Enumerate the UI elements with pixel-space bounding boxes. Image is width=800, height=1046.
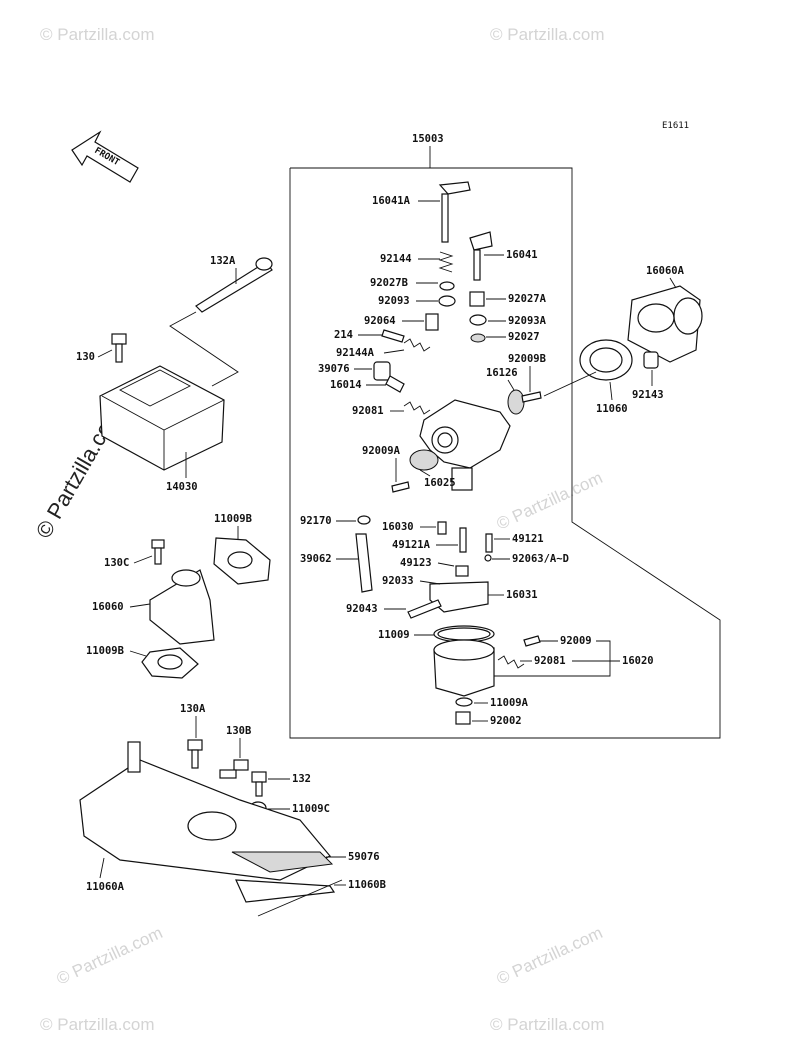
watermark-diag-mid: © Partzilla.com bbox=[494, 468, 606, 534]
label-16014: 16014 bbox=[330, 379, 362, 391]
label-92027: 92027 bbox=[508, 331, 540, 343]
label-16060A: 16060A bbox=[646, 265, 685, 277]
label-92027A: 92027A bbox=[508, 293, 547, 305]
label-92093: 92093 bbox=[378, 295, 410, 307]
label-16060: 16060 bbox=[92, 601, 124, 613]
label-92144A: 92144A bbox=[336, 347, 375, 359]
label-39062: 39062 bbox=[300, 553, 332, 565]
label-92144: 92144 bbox=[380, 253, 412, 265]
watermark-top-right: © Partzilla.com bbox=[490, 25, 605, 44]
label-92002: 92002 bbox=[490, 715, 522, 727]
insulator-16060 bbox=[141, 537, 271, 679]
label-11009C: 11009C bbox=[292, 803, 330, 815]
label-132A: 132A bbox=[210, 255, 236, 267]
label-132: 132 bbox=[292, 773, 311, 785]
label-92170: 92170 bbox=[300, 515, 332, 527]
label-16030: 16030 bbox=[382, 521, 414, 533]
label-14030: 14030 bbox=[166, 481, 198, 493]
label-92093A: 92093A bbox=[508, 315, 547, 327]
air-cleaner-bracket bbox=[99, 257, 273, 471]
watermark-bottom-left: © Partzilla.com bbox=[40, 1015, 155, 1034]
label-49123: 49123 bbox=[400, 557, 432, 569]
part-labels: 16041A 16041 92144 92027B 92093 92027A 9… bbox=[76, 195, 685, 893]
label-16041: 16041 bbox=[506, 249, 538, 261]
watermark-top-left: © Partzilla.com bbox=[40, 25, 155, 44]
label-11060A: 11060A bbox=[86, 881, 125, 893]
label-130B: 130B bbox=[226, 725, 251, 737]
label-16025: 16025 bbox=[424, 477, 456, 489]
label-49121: 49121 bbox=[512, 533, 544, 545]
label-16126: 16126 bbox=[486, 367, 518, 379]
carburetor-assembly-box: 15003 bbox=[289, 133, 721, 739]
label-214: 214 bbox=[334, 329, 353, 341]
label-11060: 11060 bbox=[596, 403, 628, 415]
label-92027B: 92027B bbox=[370, 277, 408, 289]
label-16031: 16031 bbox=[506, 589, 538, 601]
watermark-bottom-right: © Partzilla.com bbox=[490, 1015, 605, 1034]
label-92043: 92043 bbox=[346, 603, 378, 615]
label-92009A: 92009A bbox=[362, 445, 401, 457]
label-92009: 92009 bbox=[560, 635, 592, 647]
label-11009A: 11009A bbox=[490, 697, 529, 709]
label-92064: 92064 bbox=[364, 315, 396, 327]
label-11009B-a: 11009B bbox=[214, 513, 252, 525]
intake-16060A bbox=[543, 285, 703, 397]
label-16020: 16020 bbox=[622, 655, 654, 667]
label-92063: 92063/A~D bbox=[512, 553, 569, 565]
front-arrow-icon: FRONT bbox=[71, 130, 139, 183]
label-16041A: 16041A bbox=[372, 195, 411, 207]
label-15003: 15003 bbox=[412, 133, 444, 145]
label-11009: 11009 bbox=[378, 629, 410, 641]
label-92081-b: 92081 bbox=[534, 655, 566, 667]
label-92033: 92033 bbox=[382, 575, 414, 587]
label-39076: 39076 bbox=[318, 363, 350, 375]
label-92009B: 92009B bbox=[508, 353, 546, 365]
label-59076: 59076 bbox=[348, 851, 380, 863]
label-92081-a: 92081 bbox=[352, 405, 384, 417]
label-130C: 130C bbox=[104, 557, 129, 569]
diagram-code: E1611 bbox=[662, 121, 689, 131]
label-130A: 130A bbox=[180, 703, 206, 715]
carburetor-parts bbox=[355, 181, 542, 725]
label-49121A: 49121A bbox=[392, 539, 431, 551]
label-130: 130 bbox=[76, 351, 95, 363]
label-11009B-b: 11009B bbox=[86, 645, 124, 657]
intake-manifold bbox=[79, 739, 343, 917]
label-92143: 92143 bbox=[632, 389, 664, 401]
watermark-diag-left: © Partzilla.com bbox=[54, 923, 166, 989]
label-11060B: 11060B bbox=[348, 879, 386, 891]
watermark-diag-right: © Partzilla.com bbox=[494, 923, 606, 989]
